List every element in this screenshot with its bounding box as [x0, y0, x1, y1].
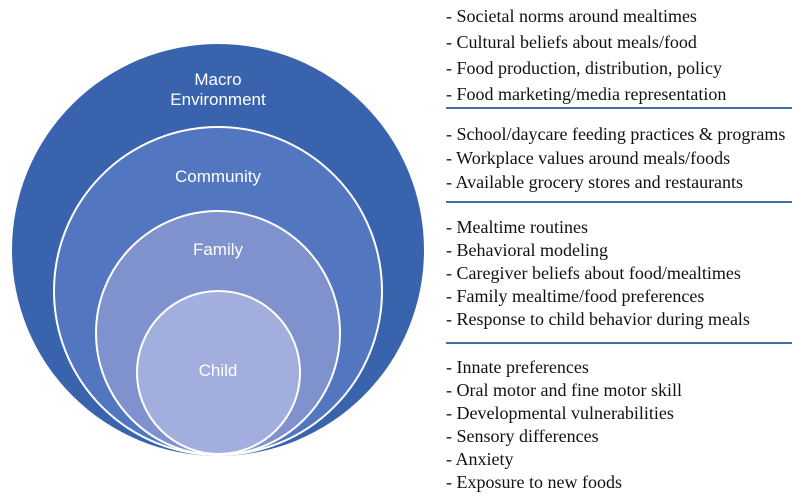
list-item: - Anxiety — [446, 449, 514, 469]
ring-label-macro-environment: Macro Environment — [98, 70, 338, 110]
list-item: - Mealtime routines — [446, 217, 588, 237]
list-item: - Caregiver beliefs about food/mealtimes — [446, 263, 741, 283]
list-item: - Family mealtime/food preferences — [446, 286, 705, 306]
list-item: - Available grocery stores and restauran… — [446, 172, 744, 192]
list-item: - Behavioral modeling — [446, 240, 608, 260]
list-item: - Food marketing/media representation — [446, 84, 727, 104]
list-item: - Oral motor and fine motor skill — [446, 380, 682, 400]
divider-line — [446, 107, 792, 109]
list-item: - Societal norms around mealtimes — [446, 6, 697, 26]
list-item: - Innate preferences — [446, 357, 589, 377]
list-item: - Food production, distribution, policy — [446, 58, 722, 78]
divider-line — [446, 201, 792, 203]
list-item: - Developmental vulnerabilities — [446, 403, 674, 423]
list-item: - Cultural beliefs about meals/food — [446, 32, 697, 52]
list-item: - Response to child behavior during meal… — [446, 309, 750, 329]
divider-line — [446, 342, 792, 344]
list-macro-environment-factors: - Societal norms around mealtimes - Cultu… — [446, 3, 796, 107]
list-item: - Sensory differences — [446, 426, 599, 446]
list-child-factors: - Innate preferences - Oral motor and fin… — [446, 356, 796, 494]
ring-label-macro-line2: Environment — [170, 90, 266, 109]
list-item: - School/daycare feeding practices & pro… — [446, 124, 786, 144]
ring-label-family: Family — [192, 240, 244, 259]
list-item: - Exposure to new foods — [446, 472, 622, 492]
ring-label-community: Community — [175, 167, 261, 186]
list-item: - Workplace values around meals/foods — [446, 148, 731, 168]
list-community-factors: - School/daycare feeding practices & pro… — [446, 122, 796, 194]
circle-child — [136, 290, 301, 455]
ring-label-child: Child — [198, 361, 238, 380]
list-family-factors: - Mealtime routines - Behavioral modeling… — [446, 216, 796, 331]
ring-label-macro-line1: Macro — [194, 70, 242, 89]
